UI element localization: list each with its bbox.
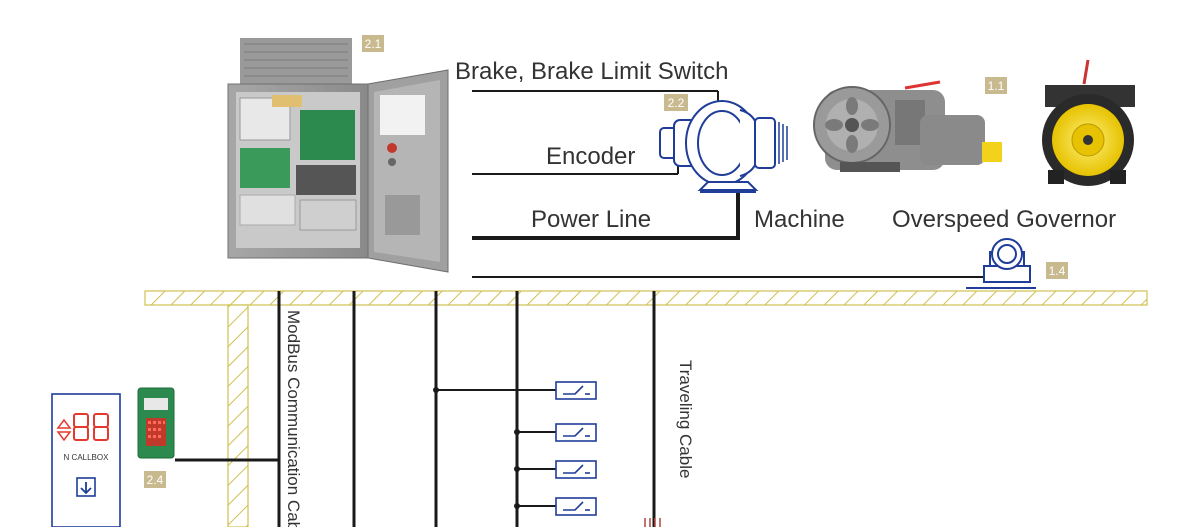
limit-switch-icon — [555, 460, 597, 479]
limit-switch-icon — [555, 497, 597, 516]
seven-segment-display — [73, 413, 109, 441]
overspeed-governor — [966, 238, 1036, 289]
brake-label: Brake, Brake Limit Switch — [455, 58, 728, 85]
badge-2-2: 2.2 — [664, 94, 688, 111]
callbox-label: N CALLBOX — [64, 453, 110, 462]
cable-end-connectors — [644, 518, 661, 527]
modbus-label: ModBus Communication Cable — [284, 310, 303, 527]
controller-cabinet — [227, 38, 449, 273]
governor-label: Overspeed Governor — [892, 206, 1116, 233]
badge-1-1: 1.1 — [985, 77, 1007, 94]
svg-text:1.1: 1.1 — [988, 79, 1005, 93]
encoder-label: Encoder — [546, 143, 635, 170]
machine-motor — [659, 100, 788, 193]
limit-switch-icon — [555, 381, 597, 400]
traveling-cable-label: Traveling Cable — [676, 360, 695, 478]
power-line-label: Power Line — [531, 206, 651, 233]
badge-2-4: 2.4 — [144, 471, 166, 488]
shaft-cables — [175, 291, 656, 527]
limit-switches — [555, 381, 597, 516]
traction-machine — [813, 80, 1002, 172]
badge-1-4: 1.4 — [1046, 262, 1068, 279]
callbox-panel: N CALLBOX — [51, 393, 121, 528]
svg-text:2.1: 2.1 — [365, 37, 382, 51]
display-board — [137, 387, 175, 459]
shaft-wall — [227, 304, 249, 528]
svg-text:1.4: 1.4 — [1049, 264, 1066, 278]
machine-room-floor — [144, 290, 1148, 306]
up-down-arrow-icon — [56, 418, 72, 442]
svg-text:2.2: 2.2 — [668, 96, 685, 110]
badge-2-1: 2.1 — [362, 35, 384, 52]
limit-switch-icon — [555, 423, 597, 442]
gearless-machine — [1042, 59, 1135, 186]
svg-text:2.4: 2.4 — [147, 473, 164, 487]
down-arrow-icon — [76, 477, 96, 497]
junction-dots — [433, 387, 520, 509]
machine-label: Machine — [754, 206, 845, 233]
